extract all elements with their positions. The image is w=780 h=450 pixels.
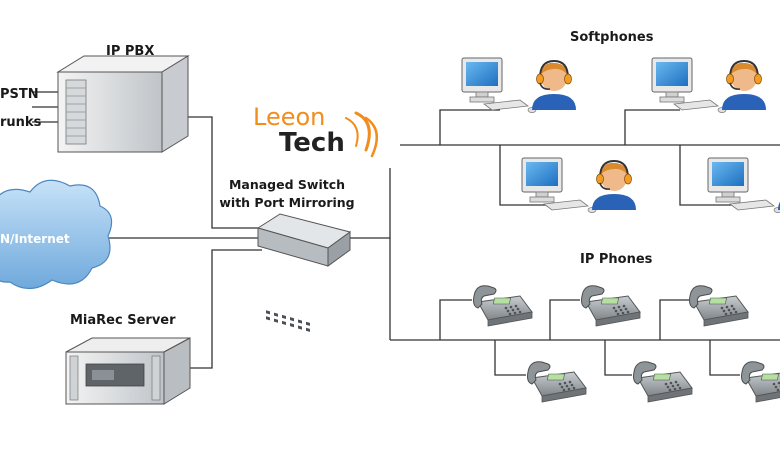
leeon-tech-logo-mark bbox=[345, 111, 379, 158]
pstn-trunks-label-line1: PSTN bbox=[0, 87, 39, 102]
internet-label: N/Internet bbox=[0, 232, 70, 246]
softphone-icon bbox=[707, 157, 780, 214]
logo-word-leeon: Leeon bbox=[253, 103, 326, 131]
ip-phone-icon bbox=[633, 361, 693, 403]
switch-label-line2: with Port Mirroring bbox=[219, 195, 355, 210]
softphone-icon bbox=[651, 57, 767, 114]
network-links bbox=[32, 91, 780, 376]
ip-pbx-label: IP PBX bbox=[106, 44, 155, 59]
softphone-icon bbox=[521, 157, 637, 214]
softphones-label: Softphones bbox=[570, 30, 654, 45]
ip-phone-icon bbox=[473, 285, 533, 327]
softphone-icon bbox=[461, 57, 577, 114]
ip-phones-label: IP Phones bbox=[580, 252, 653, 267]
ip-phone-icon bbox=[527, 361, 587, 403]
miarec-server-label: MiaRec Server bbox=[70, 313, 176, 328]
managed-switch-icon bbox=[256, 213, 352, 332]
pstn-trunks-label-line2: runks bbox=[0, 115, 42, 130]
miarec-server-icon bbox=[65, 337, 191, 405]
switch-label-line1: Managed Switch bbox=[228, 177, 346, 192]
logo-word-tech: Tech bbox=[279, 128, 345, 158]
internet-cloud-icon bbox=[0, 179, 113, 290]
ip-pbx-icon bbox=[56, 55, 190, 153]
ip-phone-icon bbox=[741, 361, 780, 403]
ip-phone-icon bbox=[581, 285, 641, 327]
ip-phone-icon bbox=[689, 285, 749, 327]
